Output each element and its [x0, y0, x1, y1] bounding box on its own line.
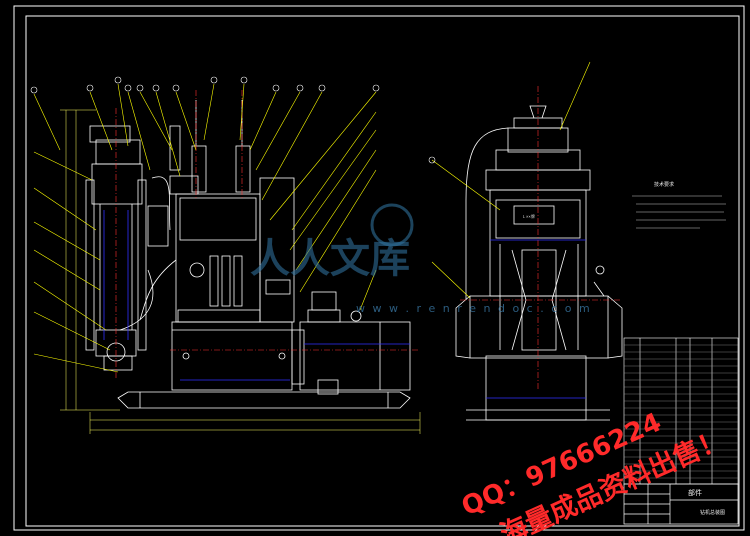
parts-list — [623, 337, 739, 485]
side-hidden-lines — [486, 239, 586, 399]
inner-border — [25, 15, 740, 527]
front-hidden-lines — [103, 210, 410, 381]
front-leader-lines — [33, 83, 377, 373]
title-block-heading: 部件 — [688, 488, 702, 497]
nameplate-text: Ｌ××牌 — [522, 213, 535, 219]
side-center-lines — [460, 86, 620, 390]
logo-watermark: 人人文库 w w w . r e n r e n d o c . c o m — [250, 203, 592, 315]
site-watermark: w w w . r e n r e n d o c . c o m — [356, 302, 592, 315]
qq-watermark-group: QQ：97666224 海量成品资料出售！ — [457, 408, 730, 536]
side-view — [455, 105, 623, 421]
front-balloons — [30, 76, 380, 94]
parts-list-rows — [624, 344, 738, 479]
side-leader-lines — [431, 61, 591, 299]
logo-circle-icon — [370, 203, 414, 247]
front-view — [85, 100, 411, 409]
notes-title: 技术要求 — [654, 181, 674, 188]
logo-watermark-text: 人人文库 — [250, 235, 410, 282]
front-center-lines — [115, 90, 420, 380]
outer-border — [13, 5, 745, 531]
side-balloon — [428, 156, 436, 164]
title-block — [623, 483, 739, 525]
front-dimension-lines — [60, 109, 421, 434]
technical-notes: 技术要求 — [632, 181, 726, 229]
title-block-drawing-name: 钻机总装图 — [700, 509, 725, 516]
